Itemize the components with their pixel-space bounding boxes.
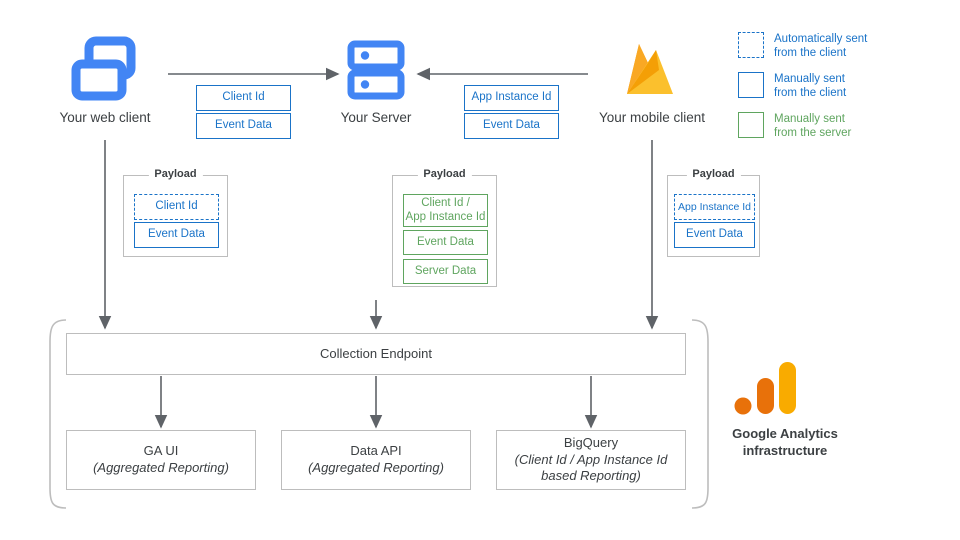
bigquery-title: BigQuery: [563, 434, 619, 450]
legend-line2: from the client: [774, 87, 847, 100]
legend-line1: Automatically sent: [774, 33, 868, 45]
bigquery-subtitle-line1: (Client Id / App Instance Id: [514, 451, 668, 467]
server-racks-icon: [347, 40, 405, 100]
web-client-node: [60, 36, 150, 106]
legend-line1: Manually sent: [774, 73, 845, 85]
legend-label-manual-client: Manually sent from the client: [774, 72, 846, 101]
payload-item-client-id: Client Id: [134, 194, 219, 220]
payload-item-line2: App Instance Id: [405, 210, 486, 223]
legend-line2: from the server: [774, 127, 852, 140]
legend-swatch-dashed-blue: [738, 32, 764, 58]
payload-item-event-data: Event Data: [674, 222, 755, 248]
payload-title: Payload: [686, 168, 741, 180]
server-caption: Your Server: [340, 110, 412, 125]
payload-mobile-client: Payload App Instance Id Event Data: [667, 168, 760, 257]
ga-ui-box: GA UI (Aggregated Reporting): [66, 430, 256, 490]
legend-item-manual-client: Manually sent from the client: [738, 72, 846, 101]
legend-line2: from the client: [774, 47, 847, 60]
payload-item-client-id-app-instance-id: Client Id / App Instance Id: [403, 194, 488, 227]
bigquery-box: BigQuery (Client Id / App Instance Id ba…: [496, 430, 686, 490]
ga-brand-line2: infrastructure: [742, 442, 828, 458]
payload-web-client: Payload Client Id Event Data: [123, 168, 228, 257]
flow-web-event-data: Event Data: [196, 113, 291, 139]
data-api-box: Data API (Aggregated Reporting): [281, 430, 471, 490]
legend-item-manual-server: Manually sent from the server: [738, 112, 851, 141]
legend-label-manual-server: Manually sent from the server: [774, 112, 851, 141]
payload-item-event-data: Event Data: [403, 230, 488, 255]
legend-label-automatic-client: Automatically sent from the client: [774, 32, 867, 61]
payload-title: Payload: [417, 168, 472, 180]
firebase-flame-icon: [627, 44, 673, 94]
flow-mobile-event-data: Event Data: [464, 113, 559, 139]
payload-item-app-instance-id: App Instance Id: [674, 194, 755, 220]
google-analytics-bars-icon: [734, 362, 796, 415]
data-api-subtitle: (Aggregated Reporting): [308, 460, 444, 475]
ga-ui-title: GA UI: [143, 443, 179, 459]
infrastructure-bracket: [49, 319, 709, 509]
collection-endpoint-label: Collection Endpoint: [319, 345, 433, 361]
legend-line1: Manually sent: [774, 113, 845, 125]
flow-mobile-app-instance-id: App Instance Id: [464, 85, 559, 111]
web-client-caption: Your web client: [59, 110, 151, 125]
payload-item-event-data: Event Data: [134, 222, 219, 248]
payload-server: Payload Client Id / App Instance Id Even…: [392, 168, 497, 287]
server-node: [345, 40, 407, 102]
mobile-client-node: [615, 36, 689, 108]
legend-swatch-solid-green: [738, 112, 764, 138]
ga-ui-subtitle: (Aggregated Reporting): [93, 460, 229, 475]
payload-title: Payload: [148, 168, 203, 180]
ga-brand-line1: Google Analytics: [732, 426, 838, 441]
collection-endpoint-box: Collection Endpoint: [66, 333, 686, 375]
browser-windows-icon: [71, 36, 136, 101]
mobile-client-caption: Your mobile client: [598, 110, 706, 125]
legend-item-automatic-client: Automatically sent from the client: [738, 32, 867, 61]
bigquery-subtitle-line2: based Reporting): [541, 468, 641, 484]
data-api-title: Data API: [350, 443, 402, 459]
payload-item-server-data: Server Data: [403, 259, 488, 284]
payload-item-line1: Client Id /: [421, 197, 470, 210]
flow-web-client-id: Client Id: [196, 85, 291, 111]
legend-swatch-solid-blue: [738, 72, 764, 98]
ga-brand: Google Analytics infrastructure: [705, 360, 865, 460]
